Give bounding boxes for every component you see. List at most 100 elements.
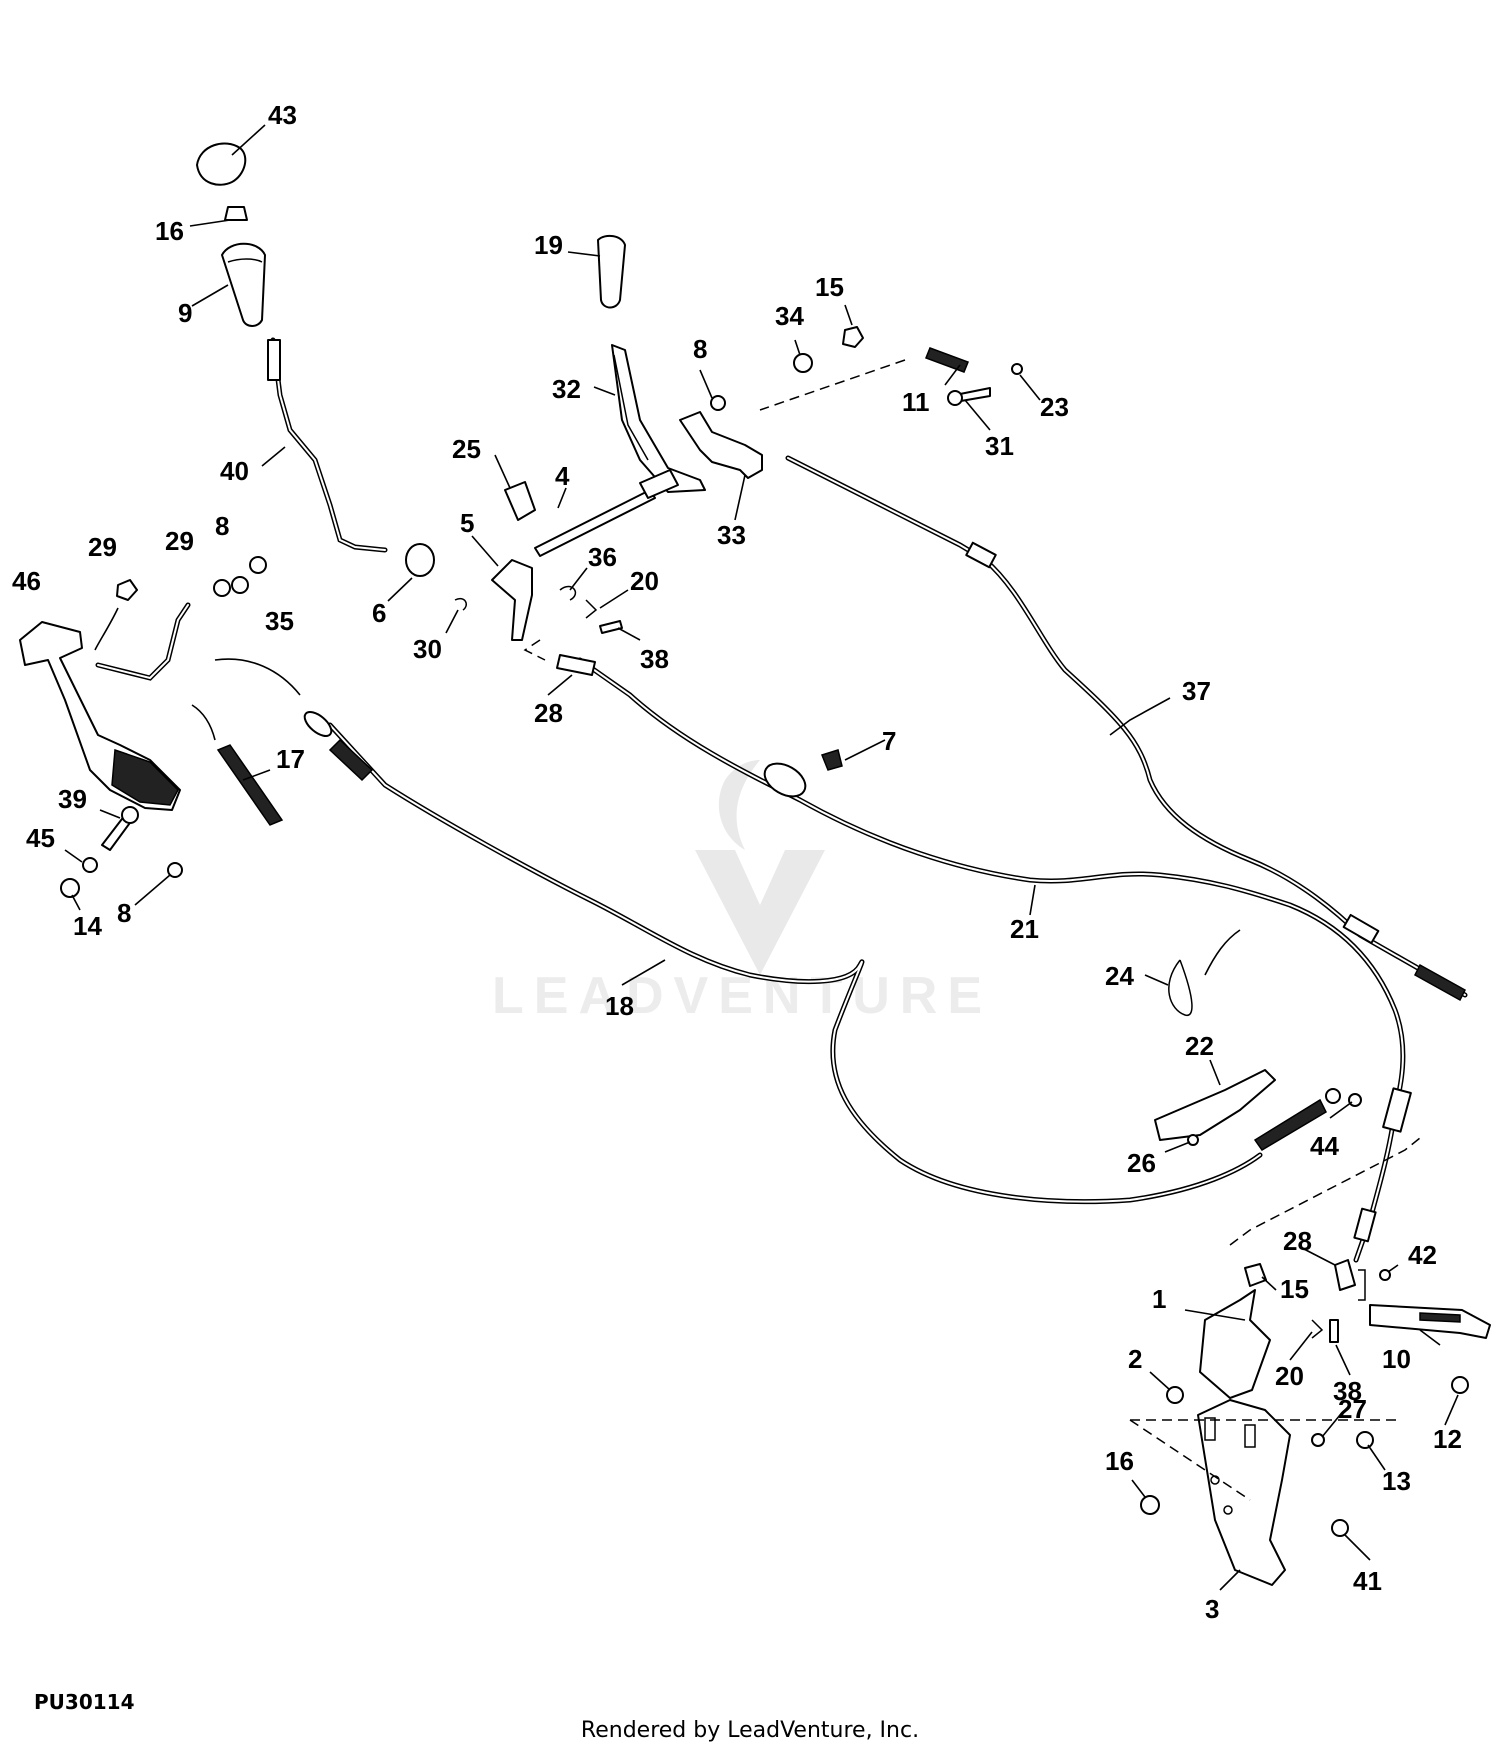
bolt-13 xyxy=(1356,1431,1374,1449)
callout-38: 38 xyxy=(640,644,669,674)
callout-38b: 38 xyxy=(1333,1376,1362,1406)
callout-1: 1 xyxy=(1152,1284,1166,1314)
credit-line: Rendered by LeadVenture, Inc. xyxy=(580,1718,920,1743)
screw-26 xyxy=(1187,1134,1199,1146)
callout-3: 3 xyxy=(1205,1594,1219,1624)
callout-34: 34 xyxy=(775,301,804,331)
clip-8a xyxy=(710,395,726,411)
callout-13: 13 xyxy=(1382,1466,1411,1496)
callout-44: 44 xyxy=(1310,1131,1339,1161)
washer-35 xyxy=(231,576,249,594)
callout-24: 24 xyxy=(1105,961,1134,991)
clip-8c xyxy=(167,862,183,878)
spring-17 xyxy=(216,744,284,826)
arm-10 xyxy=(1369,1304,1491,1339)
spring-11 xyxy=(925,347,969,373)
pivot-5 xyxy=(491,559,533,641)
bracket-1 xyxy=(1199,1289,1271,1399)
callout-8: 8 xyxy=(693,334,707,364)
callout-30: 30 xyxy=(413,634,442,664)
callout-19: 19 xyxy=(534,230,563,260)
nut-29a xyxy=(116,579,138,601)
watermark-logo: LEADVENTURE xyxy=(492,760,982,1025)
plate-3 xyxy=(1197,1399,1291,1586)
clip-36 xyxy=(559,585,577,601)
figure-id: PU30114 xyxy=(34,1690,135,1714)
callout-28a: 28 xyxy=(534,698,563,728)
washer-44 xyxy=(1348,1093,1362,1107)
callout-15: 15 xyxy=(815,272,844,302)
screw-27 xyxy=(1311,1433,1325,1447)
knob-nut xyxy=(224,206,248,221)
callout-10: 10 xyxy=(1382,1344,1411,1374)
callout-8c: 8 xyxy=(117,898,131,928)
bolt-2 xyxy=(1166,1386,1184,1404)
leader-lines xyxy=(64,124,1459,1591)
nut-15a xyxy=(842,326,864,348)
clip-7 xyxy=(821,749,843,771)
arrow-24 xyxy=(1204,929,1241,976)
arrow-main xyxy=(214,658,301,696)
callout-6: 6 xyxy=(372,598,386,628)
callout-43: 43 xyxy=(268,100,297,130)
shaft-4 xyxy=(534,489,656,557)
callout-26: 26 xyxy=(1127,1148,1156,1178)
callout-25: 25 xyxy=(452,434,481,464)
lever-bracket xyxy=(679,411,763,479)
washer-34 xyxy=(793,353,813,373)
nut-16b xyxy=(1140,1495,1160,1515)
callout-31: 31 xyxy=(985,431,1014,461)
callout-27: 27 xyxy=(1338,1394,1367,1424)
callout-8b: 8 xyxy=(215,511,229,541)
clip-30 xyxy=(454,598,467,611)
callouts: 43 16 9 19 15 34 8 32 11 23 31 40 25 4 3… xyxy=(12,100,1462,1624)
nut-14 xyxy=(60,878,80,898)
callout-41: 41 xyxy=(1353,1566,1382,1596)
callout-5: 5 xyxy=(460,508,474,538)
strap-24 xyxy=(1168,959,1193,1016)
callout-39: 39 xyxy=(58,784,87,814)
lever-22 xyxy=(1154,1069,1276,1141)
washer-29b xyxy=(213,579,231,597)
callout-22: 22 xyxy=(1185,1031,1214,1061)
callout-15b: 15 xyxy=(1280,1274,1309,1304)
clevis-28a xyxy=(556,654,596,676)
clip-23 xyxy=(1011,363,1023,375)
callout-20b: 20 xyxy=(1275,1361,1304,1391)
cable-37 xyxy=(785,455,1468,1002)
callout-42: 42 xyxy=(1408,1240,1437,1270)
clip-20a xyxy=(585,599,598,619)
arrow-29 xyxy=(94,607,119,651)
arrow-17 xyxy=(191,704,216,741)
callout-36: 36 xyxy=(588,542,617,572)
callout-4: 4 xyxy=(555,461,570,491)
callout-9: 9 xyxy=(178,298,192,328)
bolt-12 xyxy=(1451,1376,1469,1394)
callout-23: 23 xyxy=(1040,392,1069,422)
callout-21: 21 xyxy=(1010,914,1039,944)
callout-16b: 16 xyxy=(1105,1446,1134,1476)
hand-lever xyxy=(611,344,706,493)
callout-11: 11 xyxy=(902,387,930,417)
callout-40: 40 xyxy=(220,456,249,486)
callout-18: 18 xyxy=(605,991,634,1021)
pin-38a xyxy=(599,620,623,634)
shift-rod xyxy=(267,337,388,553)
callout-14: 14 xyxy=(73,911,102,941)
ring-6 xyxy=(405,543,435,577)
clevis-28b xyxy=(1334,1259,1356,1291)
callout-7: 7 xyxy=(882,726,896,756)
clip-42 xyxy=(1379,1269,1391,1281)
shift-knob xyxy=(221,242,266,327)
callout-46: 46 xyxy=(12,566,41,596)
callout-29b: 29 xyxy=(165,526,194,556)
callout-20: 20 xyxy=(630,566,659,596)
clip-8b xyxy=(249,556,267,574)
callout-17: 17 xyxy=(276,744,305,774)
callout-12: 12 xyxy=(1433,1424,1462,1454)
bolt-41 xyxy=(1331,1519,1349,1537)
callout-37: 37 xyxy=(1182,676,1211,706)
block-25 xyxy=(504,481,536,521)
clip-20b xyxy=(1311,1319,1324,1339)
